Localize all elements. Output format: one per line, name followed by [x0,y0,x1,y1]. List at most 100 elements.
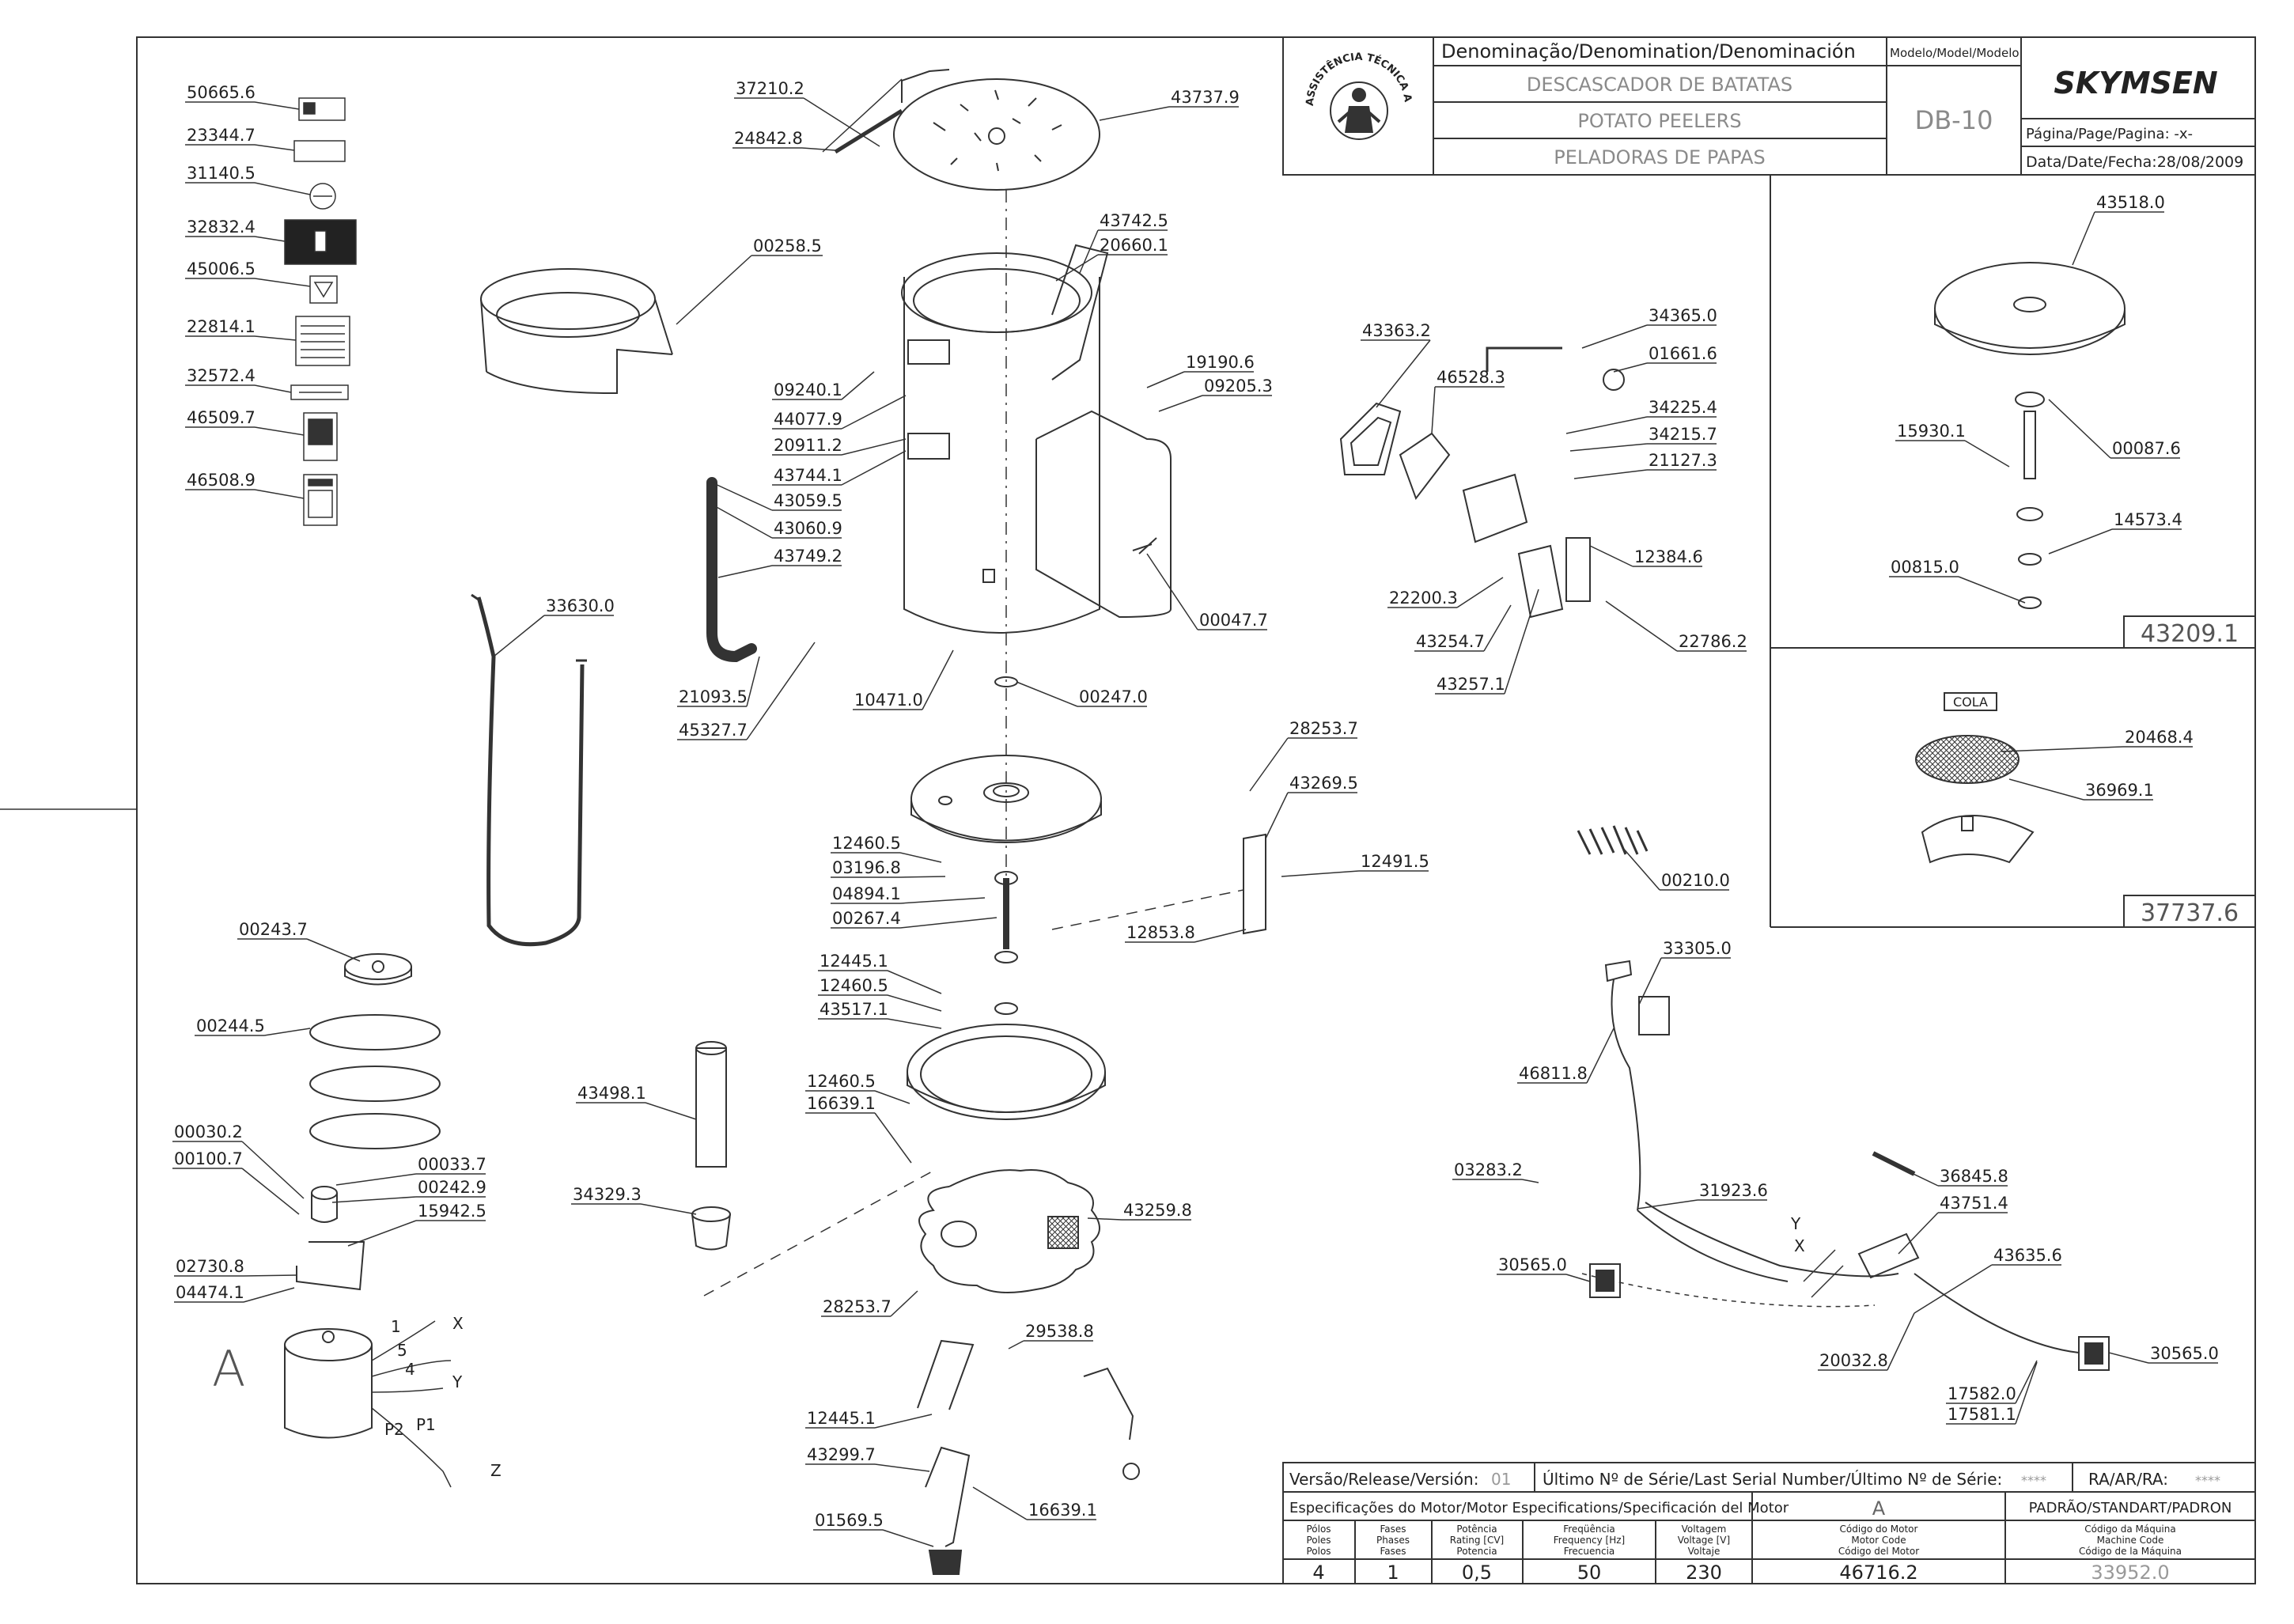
part-number-label: 19190.6 [1186,353,1255,372]
part-number-label: 00247.0 [1079,687,1148,706]
part-number-label: 43259.8 [1123,1201,1192,1220]
part-number-label: 12460.5 [807,1072,876,1091]
part-number-label: 43737.9 [1171,88,1240,107]
model-value: DB-10 [1915,105,1993,135]
part-leader-line [1008,1340,1024,1350]
part-labels: 50665.623344.731140.532832.445006.522814… [174,79,2219,1530]
hose-shape [476,596,585,947]
part-leader-line [899,917,997,929]
part-leader-line [254,278,311,287]
part-number-label: 22200.3 [1389,589,1458,608]
switch-right-shape [2078,1336,2110,1371]
part-leader-line [1431,386,1436,434]
part-number-label: 20911.2 [774,436,842,455]
svg-text:Phases: Phases [1376,1535,1410,1546]
part-leader-line [1376,339,1431,408]
svg-text:Rating [CV]: Rating [CV] [1450,1535,1504,1546]
svg-text:Z: Z [490,1461,502,1480]
denomination-header: Denominação/Denomination/Denominación [1441,40,1856,62]
svg-text:Potência: Potência [1456,1524,1497,1535]
part-number-label: 21127.3 [1649,451,1717,470]
part-leader-line [1581,324,1648,349]
belts-shape [309,1014,441,1149]
part-leader-line [874,1112,912,1164]
part-number-label: 34365.0 [1649,306,1717,325]
part-leader-line [746,642,816,740]
frequency-value: 50 [1577,1562,1602,1584]
part-leader-line [972,1486,1028,1520]
kit-boxes [1770,174,2256,928]
part-leader-line [1613,362,1648,373]
part-number-label: 43299.7 [807,1445,876,1464]
part-number-label: 01569.5 [815,1511,884,1530]
bearing-disk-shape [1934,262,2126,609]
product-name-es: PELADORAS DE PAPAS [1554,146,1766,168]
part-leader-line [899,852,942,863]
part-leader-line [254,489,305,499]
cola-label: COLA [1953,695,1988,710]
voltage-value: 230 [1686,1562,1722,1584]
part-leader-line [2015,1361,2038,1425]
part-number-label: 43517.1 [820,1000,888,1019]
part-leader-line [2001,746,2124,752]
date-value: Data/Date/Fecha:28/08/2009 [2026,153,2243,171]
kit-37737-label: 37737.6 [2141,899,2239,927]
sticker-46508-icon [303,474,338,526]
part-leader-line [711,482,773,511]
power-value: 0,5 [1462,1562,1492,1584]
part-number-label: 09240.1 [774,380,842,399]
part-number-label: 15942.5 [418,1202,486,1221]
svg-text:Código de la Máquina: Código de la Máquina [2079,1546,2182,1557]
part-leader-line [1573,469,1648,479]
svg-text:4: 4 [405,1360,415,1379]
part-number-label: 04474.1 [176,1283,244,1302]
part-leader-line [2108,1352,2149,1364]
sticker-icons [284,97,357,526]
part-number-label: 34329.3 [573,1185,642,1204]
svg-text:Voltaje: Voltaje [1688,1546,1720,1557]
part-number-label: 00087.6 [2112,439,2181,458]
part-leader-line [1964,440,2010,468]
part-leader-line [254,426,305,436]
part-leaders [172,97,2218,1547]
part-leader-line [306,938,361,962]
part-number-label: 12445.1 [820,952,888,971]
svg-text:Machine Code: Machine Code [2097,1535,2164,1546]
part-number-label: 00267.4 [832,909,901,928]
part-leader-line [1605,600,1678,652]
part-leader-line [676,255,752,325]
lever-shape [1486,346,1625,619]
part-number-label: 00244.5 [196,1016,265,1035]
part-leader-line [254,335,297,341]
part-number-label: 43257.1 [1437,675,1505,694]
kit-43209-label: 43209.1 [2141,620,2239,648]
part-leader-line [1621,846,1660,891]
part-leader-line [887,970,942,994]
svg-text:Pólos: Pólos [1306,1524,1331,1535]
part-leader-line [1087,1217,1122,1221]
side-cover-shape [1035,410,1172,619]
motor-letter: A [212,1340,245,1398]
part-leader-line [1079,229,1099,274]
model-header: Modelo/Model/Modelo [1890,46,2020,60]
part-leader-line [1914,1264,1993,1314]
part-leader-line [241,1168,300,1215]
part-number-label: 20032.8 [1819,1351,1888,1370]
part-number-label: 12460.5 [820,976,888,995]
part-leader-line [241,1141,305,1199]
part-leader-line [243,1287,295,1303]
svg-text:Fases: Fases [1380,1546,1406,1557]
sticker-22814-icon [295,316,350,366]
lid-shape [893,69,1100,191]
part-number-label: 12384.6 [1634,547,1703,566]
svg-text:Polos: Polos [1306,1546,1331,1557]
part-leader-line [2008,778,2084,801]
switch-left-shape [1589,1263,1621,1298]
part-leader-line [243,1274,297,1277]
part-number-label: 09205.3 [1204,377,1273,396]
part-number-label: 43498.1 [577,1084,646,1103]
part-leader-line [1099,106,1170,121]
part-number-label: 31923.6 [1699,1181,1768,1200]
svg-text:Motor Code: Motor Code [1851,1535,1906,1546]
